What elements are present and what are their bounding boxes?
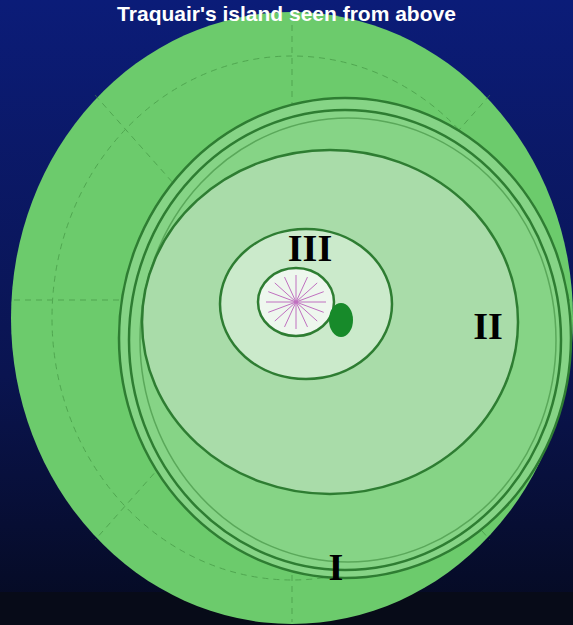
peak-ray: [296, 275, 297, 302]
peak-ray: [296, 292, 324, 302]
isopter-outer-2: [129, 110, 561, 570]
blind-spot: [329, 303, 353, 337]
isopter-middle: [142, 150, 518, 494]
region-label: II: [473, 307, 503, 345]
peak-ray: [285, 277, 296, 302]
field-disc: [11, 12, 573, 624]
peak-rays: [266, 275, 326, 329]
peak-ray: [296, 283, 317, 302]
isopter-outer-3: [140, 118, 556, 562]
isopter-outer: [119, 98, 571, 578]
region-label: I: [329, 548, 344, 586]
peak-ray: [275, 283, 296, 302]
field-grid: [14, 14, 570, 622]
peak-ray: [296, 302, 307, 327]
peak-ray: [296, 302, 317, 321]
fixation-peak: [258, 268, 334, 336]
peak-ray: [275, 302, 296, 321]
diagram-title: Traquair's island seen from above: [117, 2, 456, 26]
isopter-inner: [220, 229, 392, 379]
peak-ray: [296, 302, 297, 329]
peak-ray: [268, 302, 296, 312]
peak-ray: [296, 302, 326, 303]
peak-ray: [266, 302, 296, 303]
region-label: III: [288, 229, 332, 267]
